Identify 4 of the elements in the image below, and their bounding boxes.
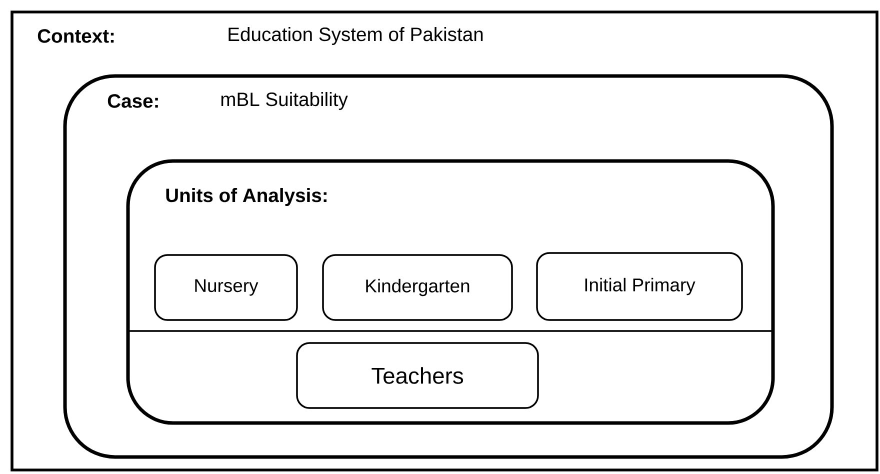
unit-box: Initial Primary — [536, 252, 743, 321]
unit-box: Teachers — [296, 342, 539, 409]
unit-box: Kindergarten — [322, 254, 513, 321]
unit-box: Nursery — [154, 254, 298, 321]
